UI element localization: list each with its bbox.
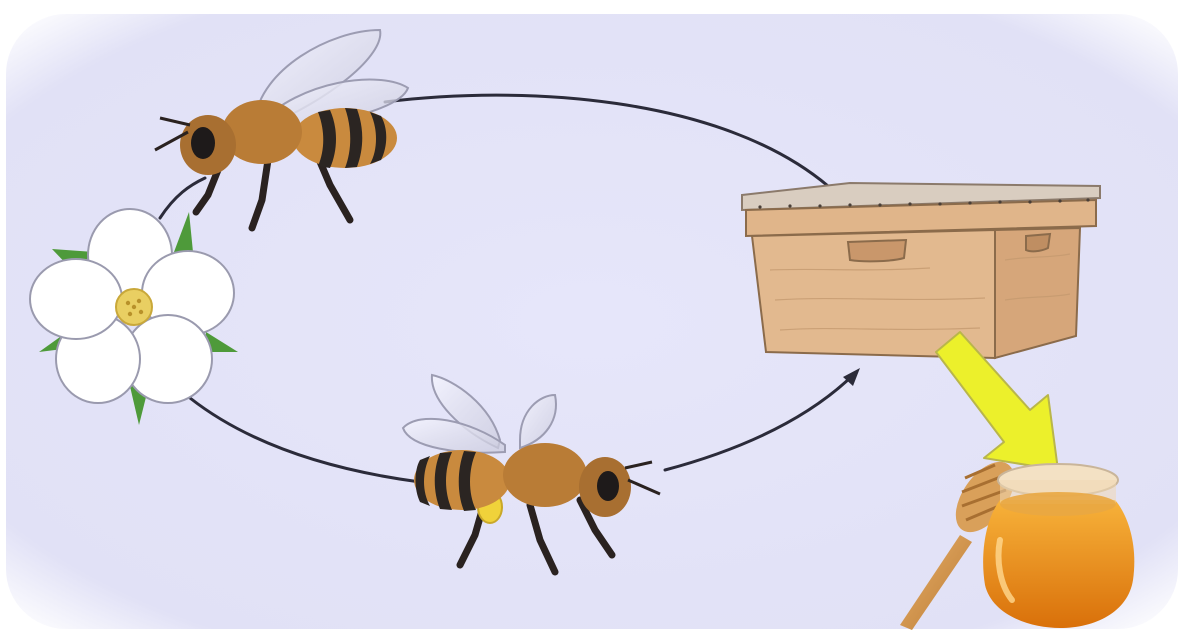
- bee-eye: [191, 127, 215, 159]
- bee-eye: [597, 471, 619, 501]
- hive-handle: [1026, 234, 1050, 251]
- wooden-beehive-box-icon: [742, 183, 1100, 358]
- bee-thorax: [503, 443, 587, 507]
- hive-handle: [848, 240, 906, 261]
- honey-jar-body: [983, 500, 1134, 628]
- flower-petal: [30, 259, 122, 339]
